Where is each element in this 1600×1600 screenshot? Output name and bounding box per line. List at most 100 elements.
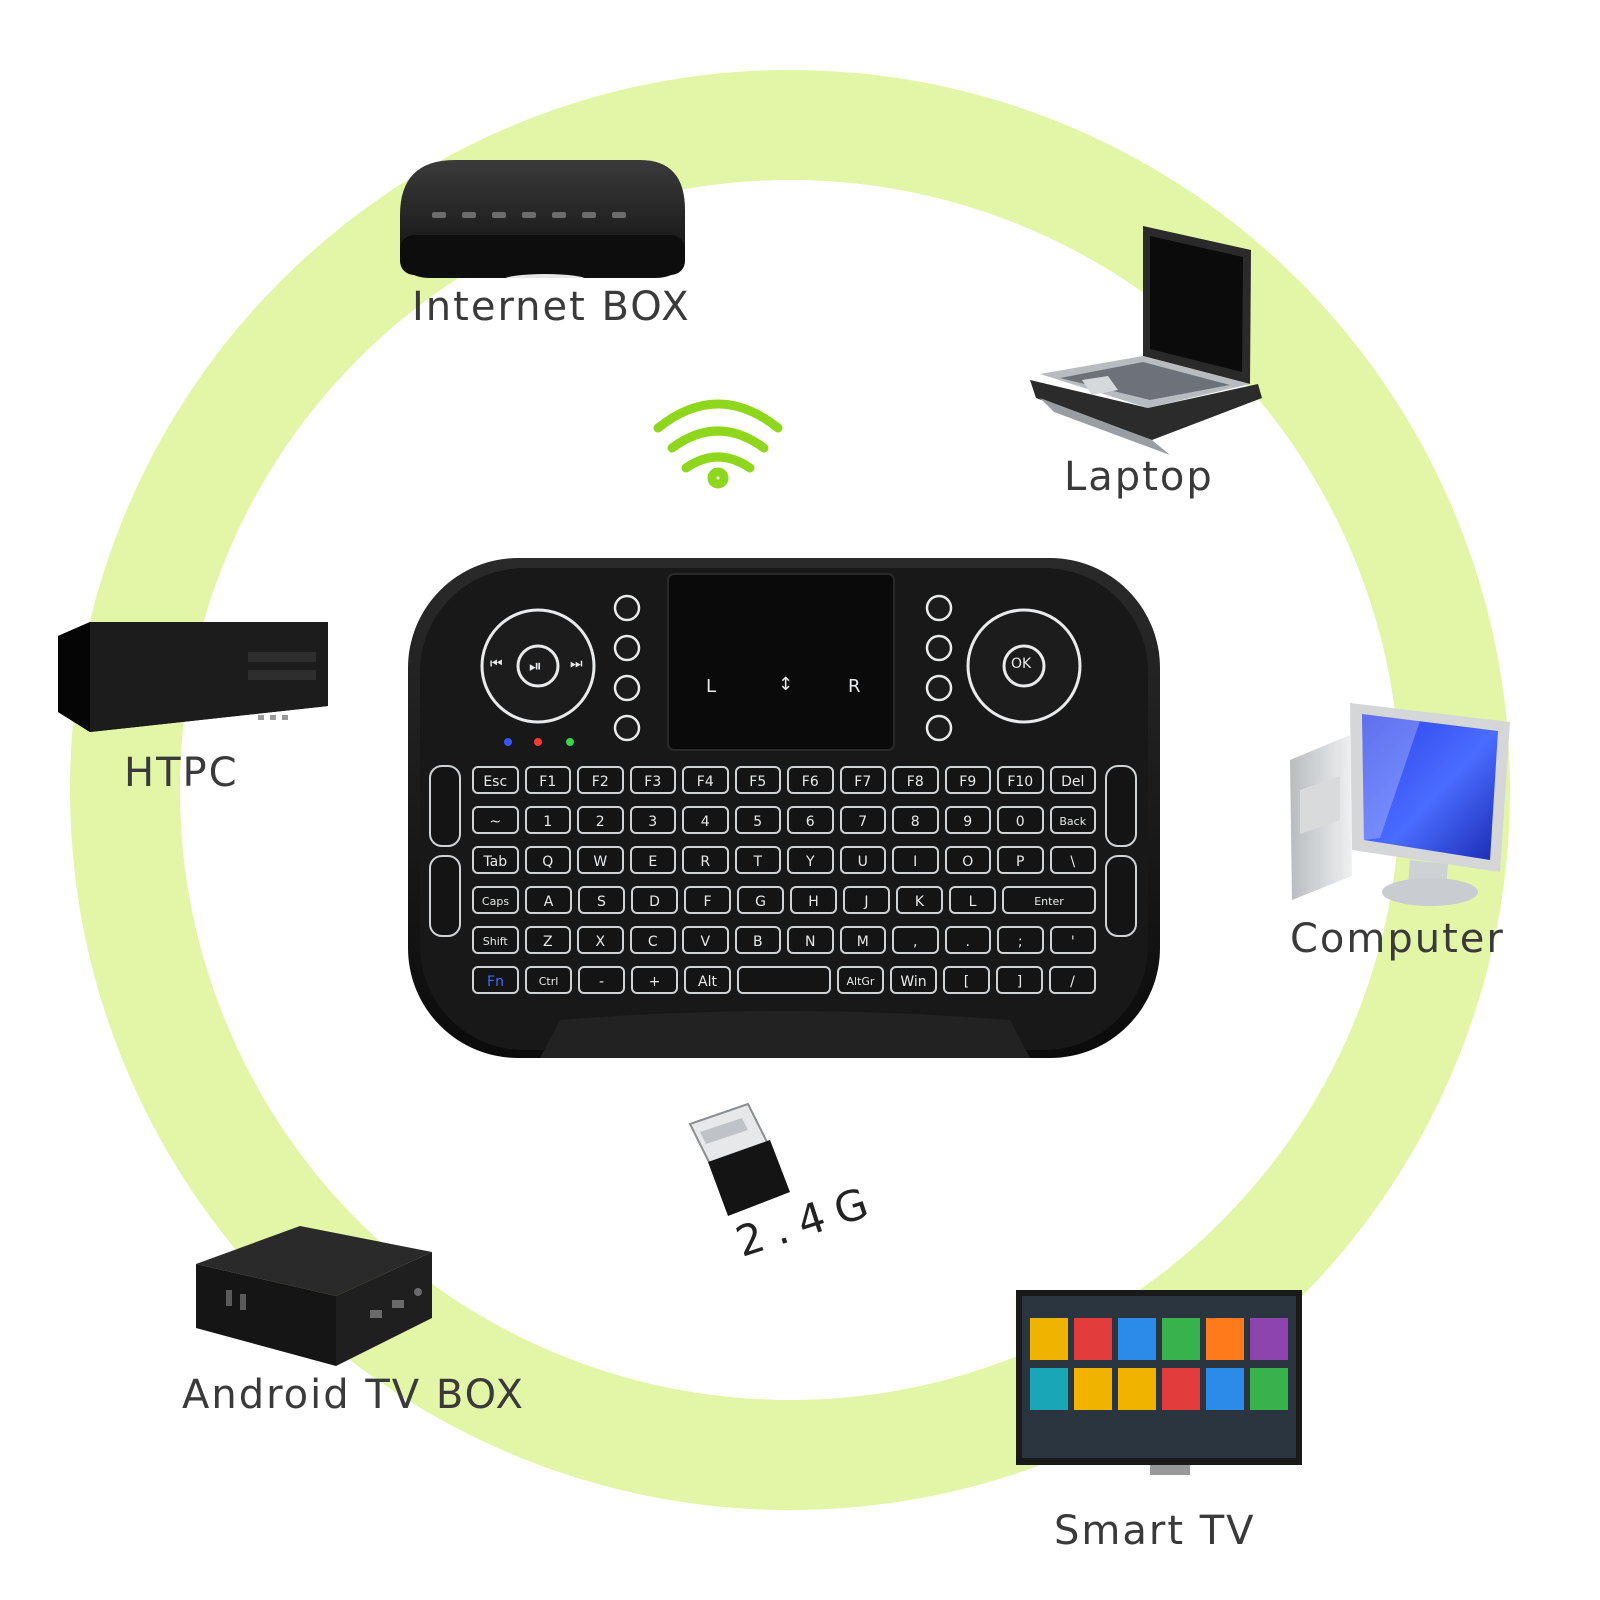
key-][interactable]: ]: [996, 966, 1043, 994]
key--[interactable]: -: [578, 966, 625, 994]
right-mouse-key[interactable]: [429, 855, 461, 937]
home-button[interactable]: [925, 634, 953, 662]
key-n[interactable]: N: [787, 926, 834, 954]
key-f7[interactable]: F7: [839, 766, 886, 794]
key-3[interactable]: 3: [629, 806, 676, 834]
play-pause-icon: ⏯: [529, 656, 542, 675]
key-r[interactable]: R: [682, 846, 729, 874]
key-x[interactable]: X: [577, 926, 624, 954]
key-z[interactable]: Z: [524, 926, 571, 954]
left-mouse-key[interactable]: [429, 765, 461, 847]
key-win[interactable]: Win: [890, 966, 937, 994]
touchpad[interactable]: [667, 573, 895, 751]
key-c[interactable]: C: [629, 926, 676, 954]
key-f6[interactable]: F6: [787, 766, 834, 794]
key-h[interactable]: H: [790, 886, 837, 914]
led-green: [566, 738, 574, 746]
key-\[interactable]: \: [1049, 846, 1096, 874]
key-/[interactable]: /: [1049, 966, 1096, 994]
key-[[interactable]: [: [943, 966, 990, 994]
ok-button[interactable]: [1002, 644, 1046, 688]
key-6[interactable]: 6: [787, 806, 834, 834]
tv-app-tile: [1162, 1368, 1200, 1410]
tv-app-tile: [1250, 1368, 1288, 1410]
usb-dongle-icon: [688, 1102, 790, 1216]
touchpad-right-label: R: [848, 676, 861, 697]
android-tv-box-image: [196, 1226, 432, 1366]
key-1[interactable]: 1: [524, 806, 571, 834]
key-j[interactable]: J: [843, 886, 890, 914]
key-f5[interactable]: F5: [734, 766, 781, 794]
pgup-key[interactable]: [1105, 765, 1137, 847]
key-f4[interactable]: F4: [682, 766, 729, 794]
key-alt[interactable]: Alt: [684, 966, 731, 994]
htpc-image: [58, 622, 328, 732]
key-d[interactable]: D: [631, 886, 678, 914]
key-p[interactable]: P: [997, 846, 1044, 874]
key-8[interactable]: 8: [892, 806, 939, 834]
key-2[interactable]: 2: [577, 806, 624, 834]
key-tab[interactable]: Tab: [472, 846, 519, 874]
key-ctrl[interactable]: Ctrl: [525, 966, 572, 994]
key-s[interactable]: S: [578, 886, 625, 914]
key-k[interactable]: K: [896, 886, 943, 914]
tv-app-tile: [1206, 1318, 1244, 1360]
wifi-icon: [653, 399, 783, 489]
key-;[interactable]: ;: [997, 926, 1044, 954]
key-g[interactable]: G: [737, 886, 784, 914]
key-space[interactable]: [737, 966, 831, 994]
key-back[interactable]: Back: [1049, 806, 1096, 834]
key-9[interactable]: 9: [944, 806, 991, 834]
key-f9[interactable]: F9: [944, 766, 991, 794]
key-f10[interactable]: F10: [997, 766, 1044, 794]
side-button-2[interactable]: [613, 634, 641, 662]
key-m[interactable]: M: [839, 926, 886, 954]
htpc-label: HTPC: [124, 750, 239, 796]
key-+[interactable]: +: [631, 966, 678, 994]
search-button[interactable]: [925, 594, 953, 622]
key-v[interactable]: V: [682, 926, 729, 954]
key-b[interactable]: B: [734, 926, 781, 954]
key-7[interactable]: 7: [839, 806, 886, 834]
menu-button[interactable]: [925, 714, 953, 742]
key-u[interactable]: U: [839, 846, 886, 874]
key-esc[interactable]: Esc: [472, 766, 519, 794]
pgdn-key[interactable]: [1105, 855, 1137, 937]
key-0[interactable]: 0: [997, 806, 1044, 834]
key-del[interactable]: Del: [1049, 766, 1096, 794]
key-f3[interactable]: F3: [629, 766, 676, 794]
key-a[interactable]: A: [525, 886, 572, 914]
key-t[interactable]: T: [734, 846, 781, 874]
browser-button[interactable]: [925, 674, 953, 702]
laptop-image: [1030, 226, 1262, 455]
key-y[interactable]: Y: [787, 846, 834, 874]
key-caps[interactable]: Caps: [472, 886, 519, 914]
led-red: [534, 738, 542, 746]
key-e[interactable]: E: [629, 846, 676, 874]
key-f1[interactable]: F1: [524, 766, 571, 794]
key-~[interactable]: ~: [472, 806, 519, 834]
key-w[interactable]: W: [577, 846, 624, 874]
touchpad-left-label: L: [706, 676, 717, 697]
key-l[interactable]: L: [949, 886, 996, 914]
key-f2[interactable]: F2: [577, 766, 624, 794]
key-fn[interactable]: Fn: [472, 966, 519, 994]
power-button[interactable]: [613, 594, 641, 622]
key-o[interactable]: O: [944, 846, 991, 874]
key-,[interactable]: ,: [892, 926, 939, 954]
smart-tv-label: Smart TV: [1054, 1508, 1256, 1554]
key-q[interactable]: Q: [524, 846, 571, 874]
play-pause-button[interactable]: [516, 644, 560, 688]
key-i[interactable]: I: [892, 846, 939, 874]
key-shift[interactable]: Shift: [472, 926, 519, 954]
key-.[interactable]: .: [944, 926, 991, 954]
key-f[interactable]: F: [684, 886, 731, 914]
side-button-3[interactable]: [613, 674, 641, 702]
side-button-4[interactable]: [613, 714, 641, 742]
key-4[interactable]: 4: [682, 806, 729, 834]
key-altgr[interactable]: AltGr: [837, 966, 884, 994]
key-5[interactable]: 5: [734, 806, 781, 834]
key-'[interactable]: ': [1049, 926, 1096, 954]
key-f8[interactable]: F8: [892, 766, 939, 794]
key-enter[interactable]: Enter: [1002, 886, 1096, 914]
